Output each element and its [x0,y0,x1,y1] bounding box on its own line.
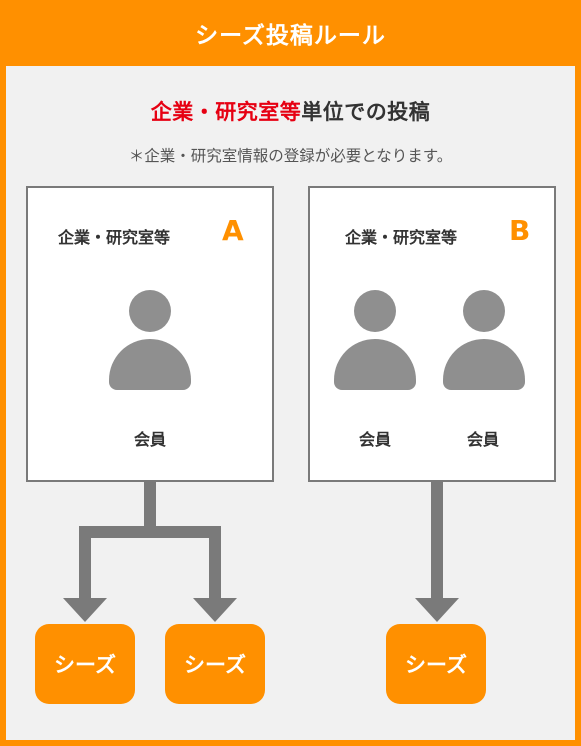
group-box-b [308,186,556,482]
headline-rest: 単位での投稿 [301,100,431,124]
member-label-b2: 会員 [466,430,499,449]
arrow-crossbar [79,526,221,538]
seeds-label: シーズ [405,653,467,677]
header-title: シーズ投稿ルール [195,23,386,49]
group-label-a: 企業・研究室等 [58,228,171,247]
seeds-label: シーズ [54,653,116,677]
arrow-stem [431,482,443,602]
member-label-b1: 会員 [358,430,391,449]
seeds-box-b1: シーズ [386,624,486,704]
headline-highlight: 企業・研究室等 [150,100,302,124]
registration-note: ＊企業・研究室情報の登録が必要となります。 [128,147,453,165]
seeds-box-a1: シーズ [35,624,135,704]
member-icon [443,290,525,390]
arrow-right-branch [209,526,221,602]
seeds-box-a2: シーズ [165,624,265,704]
arrow-stem [144,482,156,532]
group-letter-b: B [509,214,531,247]
arrow-head-icon [193,598,237,622]
headline: 企業・研究室等単位での投稿 [0,96,581,126]
person-head-icon [354,290,396,332]
member-icon [334,290,416,390]
arrow-head-icon [415,598,459,622]
person-head-icon [129,290,171,332]
member-icon [109,290,191,390]
member-label-a1: 会員 [133,430,166,449]
seeds-label: シーズ [184,653,246,677]
group-box-a [26,186,274,482]
person-head-icon [463,290,505,332]
arrow-b [415,482,459,622]
arrow-a-split [63,482,237,622]
arrow-left-branch [79,526,91,602]
group-label-b: 企業・研究室等 [345,228,458,247]
arrow-head-icon [63,598,107,622]
card-header: シーズ投稿ルール [0,0,581,66]
group-letter-a: A [222,214,244,247]
